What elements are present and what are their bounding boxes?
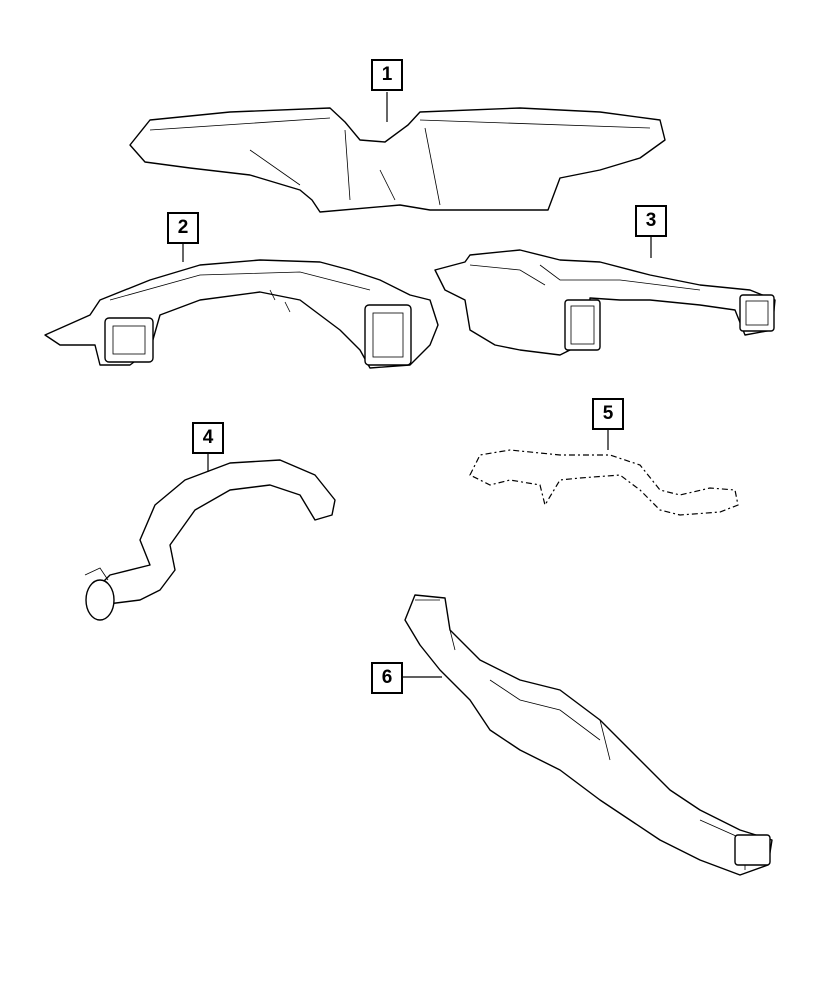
part-6-center-duct xyxy=(404,594,773,876)
part-1-panel-duct xyxy=(129,107,666,213)
part-3-right-duct xyxy=(434,249,776,356)
callout-5: 5 xyxy=(592,398,624,430)
part-4-floor-duct xyxy=(84,459,336,621)
callout-3: 3 xyxy=(635,205,667,237)
part-5-rear-duct xyxy=(469,449,739,516)
callout-1: 1 xyxy=(371,59,403,91)
leader-lines xyxy=(182,92,652,678)
callout-6: 6 xyxy=(371,662,403,694)
part-2-left-duct xyxy=(44,259,439,369)
callout-4: 4 xyxy=(192,422,224,454)
callout-2: 2 xyxy=(167,212,199,244)
